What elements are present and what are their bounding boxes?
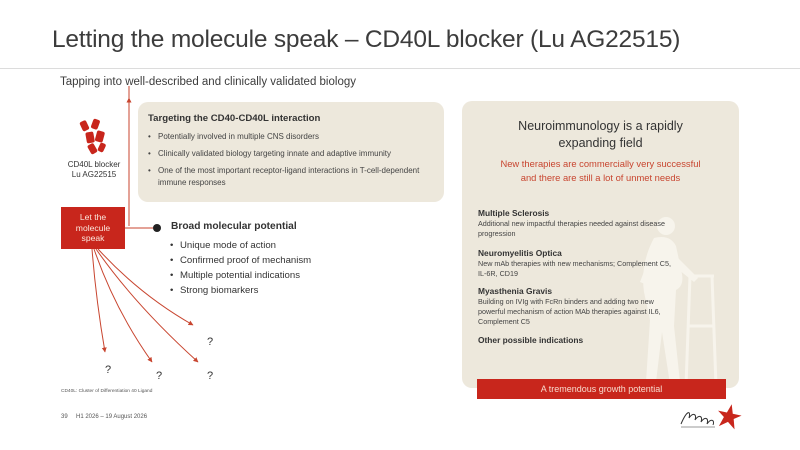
- indication-other: Other possible indications: [478, 335, 718, 346]
- branch-arrow-2: [93, 248, 153, 363]
- indication-desc: New mAb therapies with new mechanisms; C…: [478, 259, 671, 268]
- question-mark: ?: [156, 370, 163, 382]
- question-mark: ?: [105, 364, 112, 376]
- indication-multiple-sclerosis: Multiple Sclerosis Additional new impact…: [478, 208, 718, 239]
- molecule-label-line: CD40L blocker: [67, 160, 121, 169]
- broad-potential-heading: Broad molecular potential: [171, 221, 297, 232]
- cd40-bullet: One of the most important receptor-ligan…: [148, 165, 440, 189]
- neuro-title-line: expanding field: [558, 136, 643, 150]
- cd40-card-heading: Targeting the CD40-CD40L interaction: [148, 113, 321, 124]
- slide-title: Letting the molecule speak – CD40L block…: [52, 26, 681, 53]
- cd40-interaction-card: Targeting the CD40-CD40L interaction Pot…: [138, 102, 444, 202]
- footnote: CD40L: Cluster of Differentiation 40 Lig…: [61, 389, 153, 394]
- broad-potential-item: Multiple potential indications: [170, 268, 370, 283]
- speak-box-line: speak: [81, 233, 105, 243]
- elderly-walker-icon: [640, 217, 718, 387]
- indication-desc: Additional new impactful therapies neede…: [478, 219, 665, 228]
- indication-title: Multiple Sclerosis: [478, 208, 550, 218]
- footer-date: H1 2026 – 19 August 2026: [76, 414, 148, 420]
- indication-neuromyelitis-optica: Neuromyelitis Optica New mAb therapies w…: [478, 248, 718, 279]
- indication-title: Neuromyelitis Optica: [478, 248, 562, 258]
- neuro-card-title: Neuroimmunology is a rapidly expanding f…: [462, 118, 739, 152]
- molecule-label-line: Lu AG22515: [71, 170, 117, 179]
- cd40-bullet: Potentially involved in multiple CNS dis…: [148, 131, 440, 143]
- broad-potential-item: Strong biomarkers: [170, 283, 370, 298]
- broad-potential-list: Unique mode of action Confirmed proof of…: [170, 238, 370, 298]
- neuro-subtitle-line: and there are still a lot of unmet needs: [520, 171, 681, 183]
- neuroimmunology-card: Neuroimmunology is a rapidly expanding f…: [462, 101, 739, 388]
- neuro-card-subtitle: New therapies are commercially very succ…: [462, 157, 739, 184]
- page-number: 39: [61, 414, 68, 420]
- lundbeck-logo: [680, 404, 742, 430]
- broad-potential-item: Unique mode of action: [170, 238, 370, 253]
- question-mark: ?: [207, 336, 214, 348]
- indication-title: Other possible indications: [478, 335, 584, 345]
- let-the-molecule-speak-box: Let the molecule speak: [61, 207, 125, 249]
- indication-myasthenia-gravis: Myasthenia Gravis Building on IVIg with …: [478, 286, 718, 327]
- neuro-subtitle-line: New therapies are commercially very succ…: [500, 158, 701, 169]
- bullet-dot-icon: [153, 224, 161, 232]
- indication-desc: Building on IVIg with FcRn binders and a…: [478, 297, 654, 306]
- title-divider: [0, 68, 800, 69]
- broad-potential-item: Confirmed proof of mechanism: [170, 253, 370, 268]
- molecule-label: CD40L blocker Lu AG22515: [52, 160, 136, 180]
- question-mark: ?: [207, 370, 214, 382]
- growth-potential-banner: A tremendous growth potential: [477, 379, 726, 399]
- branch-arrow-1: [91, 248, 107, 353]
- indication-desc: powerful mechanism of action MAb therapi…: [478, 307, 661, 316]
- indication-desc: Complement C5: [478, 317, 530, 326]
- neuro-title-line: Neuroimmunology is a rapidly: [518, 119, 683, 133]
- indication-desc: progression: [478, 229, 516, 238]
- cd40-bullet: Clinically validated biology targeting i…: [148, 148, 440, 160]
- cd40-bullet-list: Potentially involved in multiple CNS dis…: [148, 131, 440, 194]
- speak-box-line: molecule: [75, 222, 111, 233]
- slide-subtitle: Tapping into well-described and clinical…: [60, 76, 356, 88]
- indication-desc: IL-6R, CD19: [478, 269, 518, 278]
- speak-box-line: Let the: [79, 212, 107, 222]
- indication-title: Myasthenia Gravis: [478, 286, 553, 296]
- molecule-icon: [79, 118, 106, 155]
